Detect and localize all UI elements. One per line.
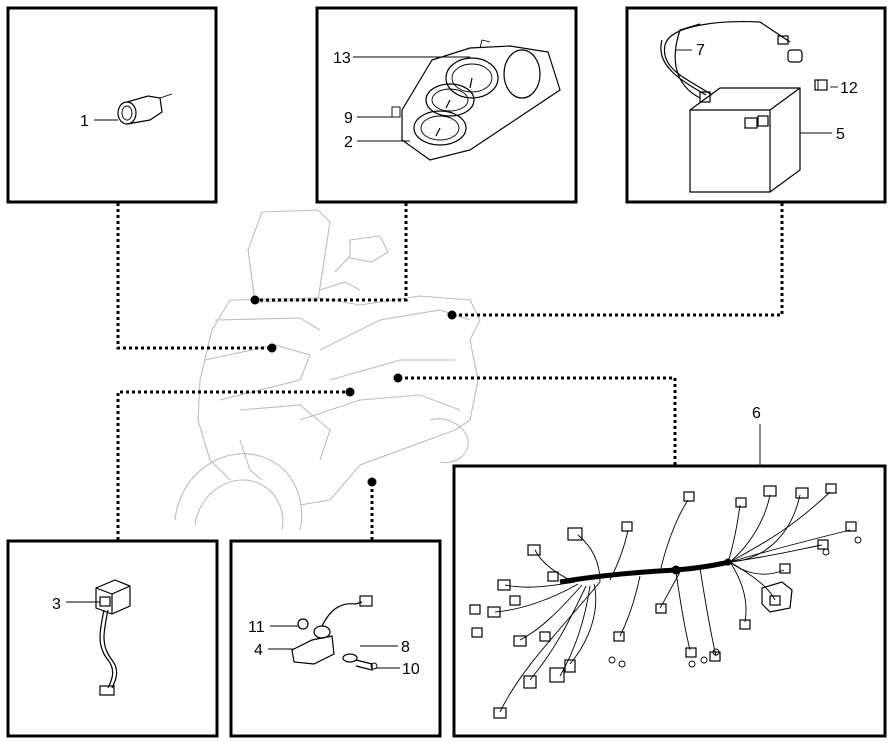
horn-part xyxy=(291,595,373,665)
callout-13: 13 xyxy=(333,50,351,67)
scooter-outline xyxy=(174,209,481,531)
callout-7: 7 xyxy=(696,42,705,59)
panel-battery: 7 12 5 xyxy=(625,6,887,204)
relay-part xyxy=(95,579,131,696)
fuse-part xyxy=(814,79,828,91)
panel-wiring-harness: 6 xyxy=(452,405,887,738)
callout-11: 11 xyxy=(248,619,265,636)
socket-part xyxy=(117,93,173,125)
callout-8: 8 xyxy=(401,639,410,656)
battery-part xyxy=(689,87,801,193)
leader-dots xyxy=(250,295,457,487)
callout-3: 3 xyxy=(52,596,61,613)
callout-6: 6 xyxy=(752,405,761,422)
panel-instrument-cluster: 13 9 2 xyxy=(315,6,578,204)
panel-relay: 3 xyxy=(6,539,219,738)
callout-12: 12 xyxy=(840,80,858,97)
callout-1: 1 xyxy=(80,113,89,130)
leader-lines xyxy=(116,203,784,540)
spacer-part xyxy=(342,653,378,671)
callout-5: 5 xyxy=(836,126,845,143)
callout-4: 4 xyxy=(254,642,263,659)
battery-cable-part xyxy=(660,21,803,99)
callout-2: 2 xyxy=(344,134,353,151)
panel-horn: 11 4 8 10 xyxy=(229,539,442,738)
harness-part xyxy=(494,491,851,713)
instrument-cluster-part xyxy=(391,39,561,161)
callout-10: 10 xyxy=(402,661,420,678)
callout-9: 9 xyxy=(344,110,353,127)
harness-connectors xyxy=(469,483,862,719)
panel-socket: 1 xyxy=(6,6,218,204)
